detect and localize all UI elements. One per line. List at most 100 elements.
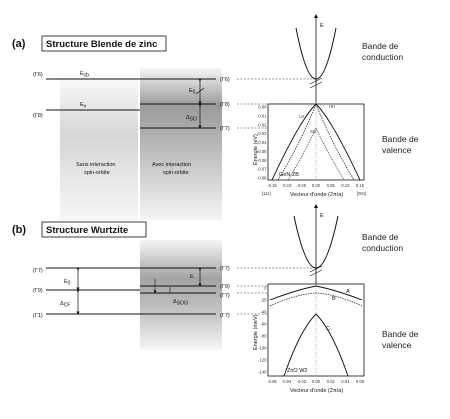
b-g7-right: (Γ7) [220, 266, 230, 272]
a-valence-1: Bande de [382, 134, 419, 144]
a-axis-break2 [309, 81, 323, 89]
part-b-title-box [41, 221, 147, 238]
b-material: ZnO W2 [287, 368, 307, 374]
a-band-so [287, 127, 345, 181]
b-xtick-4: 0.02 [327, 379, 336, 384]
a-so-label: SO [310, 129, 317, 134]
a-ytick-3: -0.03 [257, 131, 267, 136]
a-xtick-1: -0.10 [282, 183, 292, 188]
a-ytick-8: -0.08 [257, 176, 267, 181]
b-ylabel: Energie (meV) [253, 314, 259, 350]
b-conduction-1: Bande de [362, 232, 399, 242]
b-dcf-label: ΔCF [60, 301, 70, 309]
b-e-label: E [190, 274, 194, 280]
b-xtick-5: 0.04 [341, 379, 350, 384]
a-valence-2: valence [382, 145, 412, 155]
a-ylabel: Energie (eV) [253, 134, 259, 165]
b-ytick-0: 0 [264, 286, 267, 291]
column-left-line2: spin-orbite [84, 170, 110, 176]
b-ytick-3: -60 [260, 322, 267, 327]
b-band-a [269, 285, 363, 301]
part-b-title: Structure Wurtzite [46, 225, 128, 236]
a-conduction-2: conduction [362, 52, 403, 62]
a-hh-label: HH [329, 104, 335, 109]
a-g8-right: (Γ8) [220, 102, 230, 108]
b-g1-left: (Γ1) [33, 313, 43, 319]
b-g9-left: (Γ9) [33, 288, 43, 294]
b-xtick-2: -0.02 [297, 379, 307, 384]
b-e-axis-label: E [320, 213, 324, 219]
b-conduction-band [293, 215, 339, 269]
b-g7b-right: (Γ7) [220, 293, 230, 299]
a-g6-right: (Γ6) [220, 77, 230, 83]
a-xlabel: Vecteur d'onde (2π/a) [290, 192, 343, 198]
b-e0-label: E0 [64, 279, 71, 287]
a-ytick-1: -0.01 [257, 113, 267, 118]
b-c-label: C [326, 326, 330, 332]
b-a-label: A [346, 289, 350, 295]
part-a-letter: (a) [12, 38, 26, 50]
b-xtick-1: -0.04 [282, 379, 292, 384]
a-lh-label: LH [299, 114, 304, 119]
b-g9-right: (Γ9) [220, 284, 230, 290]
a-xtick-5: 0.10 [341, 183, 350, 188]
b-dso3-label: ΔSO/3 [173, 299, 188, 307]
a-g8-left: (Γ8) [33, 113, 43, 119]
b-g7-left: (Γ7) [33, 268, 43, 274]
a-ytick-0: 0.00 [258, 105, 267, 110]
column-left-line1: Sans interaction [76, 162, 115, 168]
a-g6-left: (Γ6) [33, 72, 43, 78]
a-axis-break1 [309, 77, 323, 85]
a-xtick-4: 0.05 [327, 183, 336, 188]
b-ytick-7: -140 [258, 370, 267, 375]
part-a-title-box [41, 35, 167, 52]
a-ytick-group: 0.00 -0.01 -0.02 -0.03 -0.04 -0.05 -0.06 -0.07 -… [257, 105, 267, 181]
b-conduction-2: conduction [362, 243, 403, 253]
a-ev: Ev [80, 102, 87, 110]
a-ytick-4: -0.04 [257, 140, 267, 145]
b-g7c-right: (Γ7) [220, 313, 230, 319]
a-ecb: Ecb [80, 71, 89, 79]
a-xtick-2: -0.05 [297, 183, 307, 188]
column-right-line2: spin-orbite [163, 170, 189, 176]
a-delta-label: ΔSO [186, 115, 197, 123]
part-a-title: Structure Blende de zinc [46, 39, 157, 50]
a-e-label: E [320, 23, 324, 29]
a-ytick-5: -0.05 [257, 149, 267, 154]
b-ytick-group: 0-20-40-60-80-100-120-140 [258, 286, 267, 375]
b-axis-break1 [309, 265, 323, 273]
a-material: GeN ZB [279, 172, 299, 178]
b-xlabel: Vecteur d'onde (2π/a) [290, 388, 343, 394]
b-band-b [269, 292, 363, 307]
b-axis-break2 [309, 269, 323, 277]
a-band-lh [277, 103, 355, 181]
a-xtick-3: 0.00 [312, 183, 321, 188]
a-ytick-7: -0.07 [257, 167, 267, 172]
a-xtick-0: -0.15 [267, 183, 277, 188]
column-right-shade-b [140, 240, 222, 350]
a-break-mark [195, 87, 205, 95]
b-band-c [283, 313, 349, 377]
a-right-dir: [001] [357, 191, 366, 196]
b-valence-1: Bande de [382, 329, 419, 339]
b-ytick-5: -100 [258, 346, 267, 351]
column-right-line1: Avec interaction [152, 162, 191, 168]
a-ytick-2: -0.02 [257, 122, 267, 127]
a-xtick-6: 0.15 [356, 183, 365, 188]
a-xtick-group: -0.15 -0.10 -0.05 0.00 0.05 0.10 0.15 [267, 183, 365, 188]
a-conduction-band [295, 27, 337, 80]
b-valence-2: valence [382, 340, 412, 350]
a-g7-right: (Γ7) [220, 126, 230, 132]
column-left-shade [60, 68, 138, 220]
b-ytick-1: -20 [260, 298, 267, 303]
a-left-dir: [111] [262, 191, 271, 196]
a-conduction-1: Bande de [362, 41, 399, 51]
b-ytick-4: -80 [260, 334, 267, 339]
a-ytick-6: -0.06 [257, 158, 267, 163]
part-b-letter: (b) [12, 224, 26, 236]
b-xtick-0: -0.06 [267, 379, 277, 384]
b-xtick-6: 0.06 [356, 379, 365, 384]
column-right-shade [140, 68, 222, 220]
